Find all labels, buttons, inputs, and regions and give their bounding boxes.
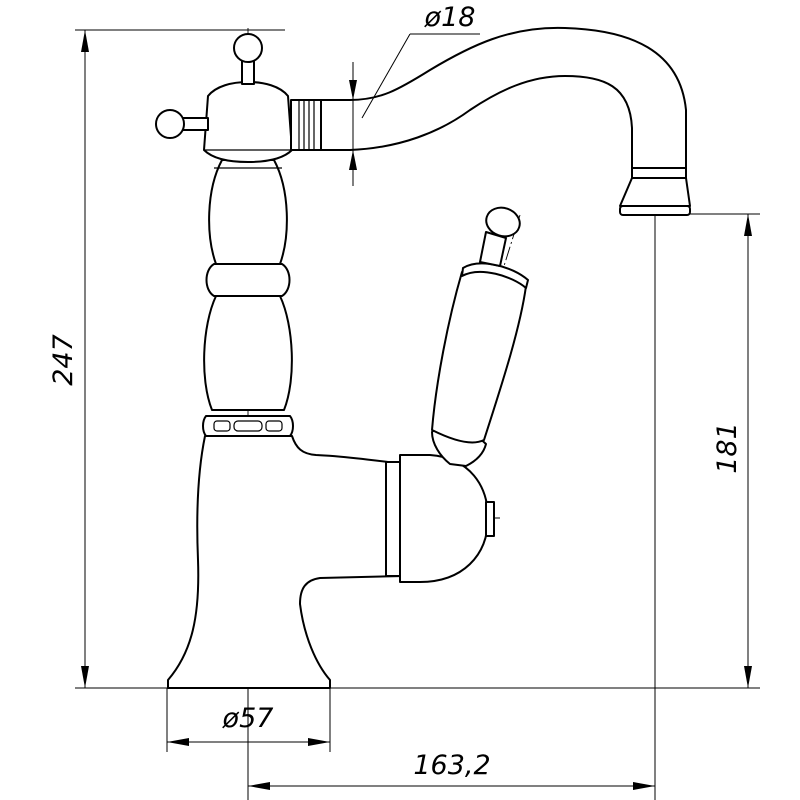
label-total-height: 247 [48,334,79,386]
lever-grip [431,267,527,444]
dimension-base-diameter: ø57 [167,703,330,746]
connection-ring [202,415,294,437]
ring-slot-center [233,420,263,432]
dim-arrow-reach-left [248,782,270,790]
label-base-diameter: ø57 [222,703,274,734]
ring-slot-left [213,420,231,432]
dim-arrow-spout-bottom [744,666,752,688]
label-spout-height: 181 [712,422,743,474]
label-spout-reach: 163,2 [413,750,490,781]
dim-arrow-spout-diameter-bottom [349,150,357,170]
dim-arrow-spout-top [744,214,752,236]
cross-handle-top-knob [233,33,263,63]
column-upper [208,159,288,265]
column-middle-ring [205,263,291,297]
leader-spout-diameter [361,33,411,119]
dim-arrow-base-left [167,738,189,746]
lower-body [167,435,405,689]
column-lower-bulb [203,295,293,411]
lever-tip-knob [485,206,521,238]
ring-slot-right [265,420,283,432]
dim-arrow-base-right [308,738,330,746]
spout-outlet-aerator [619,177,691,207]
mixer-end-cap [485,501,495,537]
spout-connector [290,99,322,151]
mixer-housing [385,206,529,583]
spout-tube [320,26,687,171]
dim-arrow-spout-diameter-top [349,80,357,100]
dim-arrow-reach-right [633,782,655,790]
cross-handle-left-knob [155,109,185,139]
spout-outlet-tip [619,205,691,216]
mixer-cartridge-dome [399,454,489,583]
spout-outlet-collar [631,167,687,179]
faucet-body [155,33,405,689]
label-spout-diameter: ø18 [424,2,476,33]
dim-arrow-top [81,30,89,52]
dim-arrow-bottom [81,666,89,688]
spout [320,26,691,216]
dimension-spout-height: 181 [712,214,752,688]
dimension-spout-diameter: ø18 [349,2,480,186]
dimension-total-height: 247 [48,30,89,688]
dimension-spout-reach: 163,2 [248,750,655,790]
